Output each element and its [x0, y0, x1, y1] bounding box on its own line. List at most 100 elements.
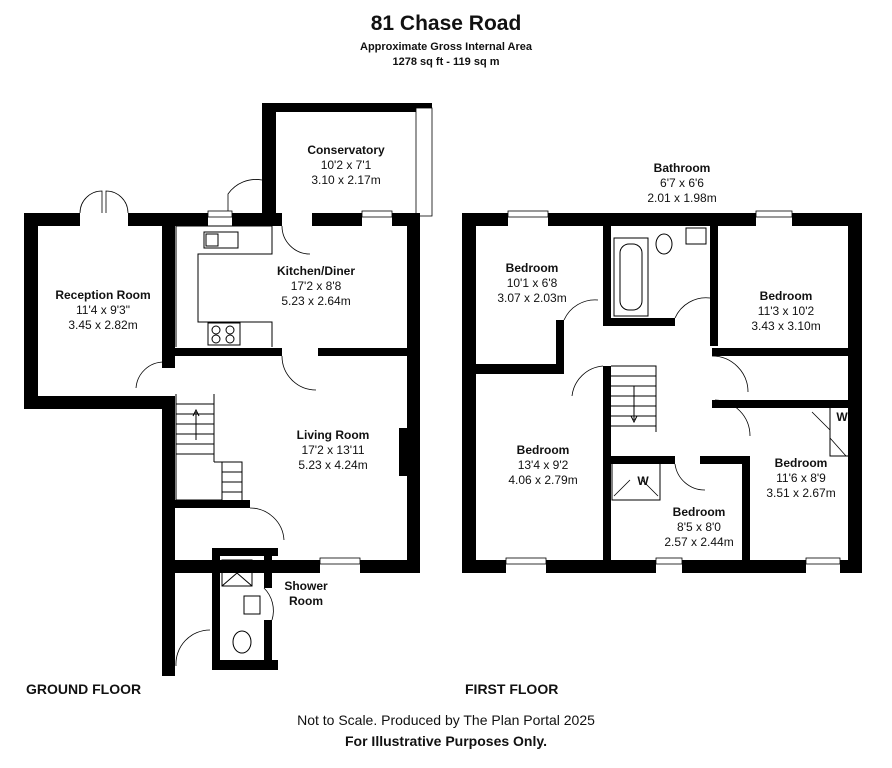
wardrobe-label: W [637, 474, 649, 488]
door-arc [281, 355, 317, 391]
wall [682, 560, 806, 573]
window [505, 557, 547, 565]
window [805, 557, 841, 565]
door-arc [674, 463, 706, 491]
hob-ring [225, 334, 235, 344]
wall [212, 660, 278, 670]
room-size-metric: 3.10 x 2.17m [311, 173, 380, 187]
toilet-icon [232, 630, 252, 654]
wall [848, 213, 862, 573]
room-size-imperial: 11'6 x 8'9 [776, 471, 826, 485]
wall [212, 548, 220, 670]
toilet-icon [655, 233, 673, 255]
wall [262, 103, 276, 215]
wall [162, 213, 175, 368]
wall [603, 226, 611, 326]
window [319, 557, 361, 565]
bath-icon [619, 243, 643, 311]
door-arc [249, 507, 285, 541]
page-title: 81 Chase Road [370, 12, 522, 35]
french-door [79, 190, 103, 214]
wall [24, 213, 38, 409]
first-floor-label: FIRST FLOOR [465, 681, 559, 697]
room-name-shower: Room [289, 594, 323, 608]
room-size-imperial: 17'2 x 8'8 [291, 279, 342, 293]
room-name-kitchen: Kitchen/Diner [277, 264, 355, 278]
basin-icon [685, 227, 707, 245]
wall [700, 456, 750, 464]
ground-floor-label: GROUND FLOOR [26, 681, 142, 697]
room-size-imperial: 10'1 x 6'8 [507, 276, 558, 290]
wall [232, 213, 282, 226]
room-size-metric: 5.23 x 4.24m [298, 458, 367, 472]
stair-treads [176, 394, 242, 493]
bath-icon [613, 237, 649, 317]
room-name-bedroom: Bedroom [517, 443, 570, 457]
wall [792, 213, 862, 226]
wall [264, 548, 272, 588]
basin-icon [243, 595, 261, 615]
wall [840, 560, 862, 573]
room-name-bedroom: Bedroom [506, 261, 559, 275]
area-subtitle: Approximate Gross Internal Area [360, 41, 532, 53]
room-name-shower: Shower [284, 579, 328, 593]
room-name-bedroom: Bedroom [775, 456, 828, 470]
wall [603, 318, 675, 326]
wall [462, 364, 558, 374]
door-arc [135, 361, 165, 389]
wall [262, 103, 432, 112]
wall [548, 213, 756, 226]
door-arc [563, 299, 599, 321]
wall [603, 456, 675, 464]
sink-icon [203, 231, 239, 249]
room-size-metric: 2.57 x 2.44m [664, 535, 733, 549]
wall [162, 560, 320, 573]
wall [128, 213, 172, 226]
wall [312, 213, 362, 226]
door-arc [175, 629, 211, 667]
wall [162, 500, 250, 508]
footer-note: For Illustrative Purposes Only. [344, 733, 547, 749]
shower-tray-icon [221, 559, 253, 587]
door-arc [711, 355, 749, 393]
room-size-imperial: 6'7 x 6'6 [660, 176, 704, 190]
room-size-imperial: 10'2 x 7'1 [321, 158, 372, 172]
wall [407, 213, 420, 573]
wall [212, 548, 278, 556]
wall [556, 320, 564, 374]
room-name-bedroom: Bedroom [760, 289, 813, 303]
hob-ring [225, 325, 235, 335]
wall [546, 560, 656, 573]
wardrobe-door [811, 411, 847, 457]
wall [24, 396, 164, 409]
stair-arrow [192, 408, 200, 440]
door-arc [674, 297, 711, 319]
room-size-imperial: 17'2 x 13'11 [301, 443, 364, 457]
glazed-wall [415, 107, 433, 217]
door-arc [281, 225, 311, 255]
wall [712, 348, 862, 356]
door-arc [263, 587, 274, 621]
kitchen-worktop [175, 225, 273, 347]
sink-icon [205, 233, 219, 247]
door-arc [571, 365, 604, 397]
hob-icon [207, 322, 241, 346]
room-size-metric: 5.23 x 2.64m [281, 294, 350, 308]
room-name-conservatory: Conservatory [307, 143, 385, 157]
hob-ring [211, 334, 221, 344]
room-size-imperial: 11'3 x 10'2 [758, 304, 815, 318]
wall [710, 226, 718, 346]
wall [162, 213, 208, 226]
ground-floor-plan [24, 103, 433, 676]
staircase [175, 394, 243, 501]
wall [162, 396, 175, 676]
window [207, 210, 233, 218]
french-door [105, 190, 129, 214]
area-value: 1278 sq ft - 119 sq m [392, 56, 500, 68]
stair-arrow [630, 386, 638, 424]
room-size-metric: 3.07 x 2.03m [497, 291, 566, 305]
wardrobe-door [613, 479, 659, 497]
window [507, 210, 549, 218]
first-floor-plan [462, 210, 862, 573]
